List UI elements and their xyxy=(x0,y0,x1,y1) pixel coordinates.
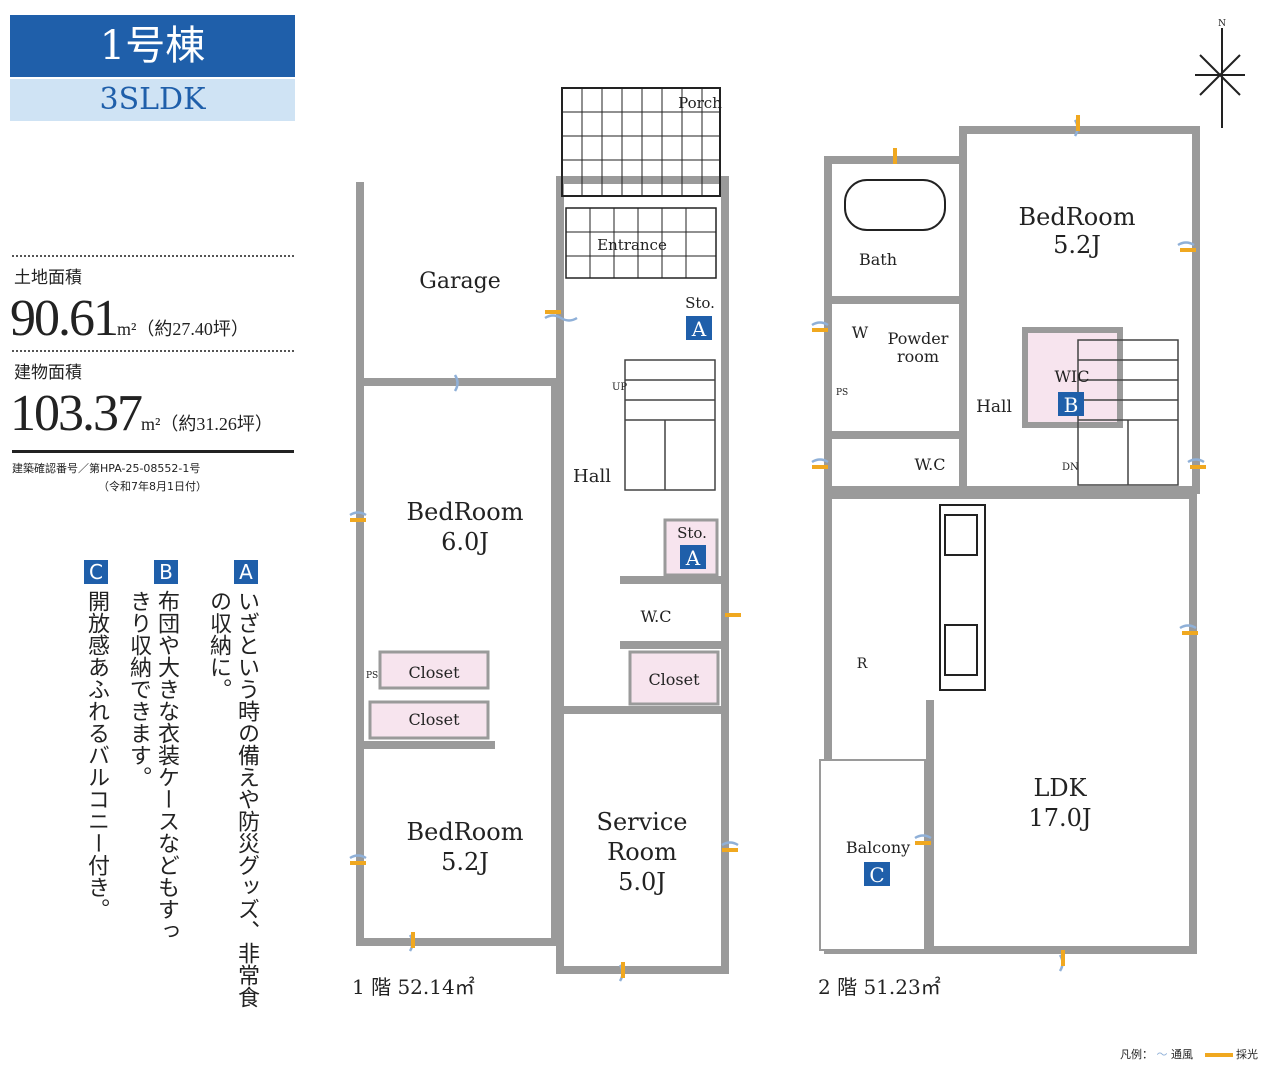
stove-icon xyxy=(944,514,978,556)
stairs-down-label: DN xyxy=(1062,462,1079,473)
building-area-value: 103.37 xyxy=(10,385,143,442)
floor2-caption: 2 階 51.23㎡ xyxy=(818,975,941,999)
room-garage: Garage xyxy=(419,269,500,294)
legend-ventilation: 通風 xyxy=(1171,1048,1193,1061)
room-bedroom: BedRoom xyxy=(1019,203,1136,231)
divider xyxy=(12,255,294,257)
room-balcony: Balcony xyxy=(846,838,910,857)
kitchen-counter xyxy=(939,504,986,691)
permit-number: 建築確認番号／第HPA-25-08552-1号 xyxy=(12,462,201,475)
stairs-up-label: UP xyxy=(612,382,627,393)
vent-marks xyxy=(349,115,1206,982)
badge-b xyxy=(1058,392,1084,416)
room-size: 17.0J xyxy=(1028,804,1091,832)
note-text: 布団や大きな衣装ケースなどもすっきり収納できます。 xyxy=(126,590,179,942)
room-entrance: Entrance xyxy=(597,236,667,254)
porch-tiles xyxy=(562,88,720,196)
badge-c xyxy=(864,862,890,886)
floor1-caption: 1 階 52.14㎡ xyxy=(352,975,475,999)
badge-a xyxy=(686,316,712,340)
room-porch: Porch xyxy=(678,94,722,112)
legend: 凡例： 〜 通風 採光 xyxy=(1120,1046,1258,1062)
permit-date: （令和7年8月1日付） xyxy=(98,480,207,493)
badge-a-label: A xyxy=(685,546,701,570)
closet-label: Closet xyxy=(408,663,460,682)
room-size: 6.0J xyxy=(441,528,489,556)
porch xyxy=(561,87,721,197)
room-size: 5.0J xyxy=(618,868,666,896)
room-ldk: LDK xyxy=(1033,774,1087,802)
entrance xyxy=(565,207,717,279)
closet-1 xyxy=(378,650,490,690)
divider xyxy=(12,450,294,453)
room-wc: W.C xyxy=(915,455,946,474)
room-powder: room xyxy=(897,347,939,366)
bathtub-icon xyxy=(844,179,946,231)
washer-label: W xyxy=(852,323,869,342)
room-bath: Bath xyxy=(859,250,897,269)
badge-a: A xyxy=(234,560,258,584)
land-tsubo: （約27.40坪） xyxy=(136,319,249,339)
daylight-icon xyxy=(1204,1053,1233,1057)
legend-daylight: 採光 xyxy=(1236,1048,1258,1061)
building-area: 103.37m²（約31.26坪） xyxy=(10,387,273,451)
stairs-1f xyxy=(624,359,716,491)
room-wc: W.C xyxy=(641,607,672,626)
land-area-value: 90.61 xyxy=(10,290,119,347)
room-size: 5.2J xyxy=(441,848,489,876)
vent-icon: 〜 xyxy=(1156,1048,1168,1061)
badge-c-label: C xyxy=(869,863,884,887)
layout-type: 3SLDK xyxy=(10,79,295,121)
room-wic: WIC xyxy=(1054,367,1089,386)
balcony xyxy=(819,759,926,951)
room-powder: Powder xyxy=(888,329,949,348)
entrance-tiles xyxy=(566,208,716,278)
legend-label: 凡例： xyxy=(1120,1048,1153,1061)
closet-2 xyxy=(368,700,490,740)
room-hall: Hall xyxy=(976,397,1012,417)
note-text: 開放感あふれるバルコニー付き。 xyxy=(84,590,109,920)
note-text: いざという時の備えや防災グッズ、非常食の収納に。 xyxy=(206,590,259,1008)
land-area-label: 土地面積 xyxy=(14,268,82,288)
storage-label: Sto. xyxy=(677,524,707,542)
building-tsubo: （約31.26坪） xyxy=(160,414,273,434)
room-service: Room xyxy=(607,838,677,866)
room-bedroom-1: BedRoom xyxy=(407,498,524,526)
badge-b-label: B xyxy=(1064,393,1079,417)
badge-a xyxy=(680,545,706,569)
roof-hatch-label: R xyxy=(857,656,868,672)
unit: m² xyxy=(141,414,161,434)
note-c: C 開放感あふれるバルコニー付き。 xyxy=(50,560,110,950)
building-area-label: 建物面積 xyxy=(14,363,82,383)
land-area: 90.61m²（約27.40坪） xyxy=(10,292,249,356)
unit: m² xyxy=(117,319,137,339)
stairs-2f xyxy=(1077,339,1179,486)
badge-c: C xyxy=(84,560,108,584)
ps-label: PS xyxy=(836,388,848,398)
storage-label: Sto. xyxy=(685,294,715,312)
sink-icon xyxy=(944,624,978,676)
badge-b: B xyxy=(154,560,178,584)
note-a: A いざという時の備えや防災グッズ、非常食の収納に。 xyxy=(200,560,260,1010)
closet-label: Closet xyxy=(408,710,460,729)
divider xyxy=(12,350,294,352)
room-size: 5.2J xyxy=(1053,231,1101,259)
room-service: Service xyxy=(597,808,688,836)
note-b: B 布団や大きな衣装ケースなどもすっきり収納できます。 xyxy=(120,560,180,950)
compass-north: N xyxy=(1218,19,1226,29)
closet-label: Closet xyxy=(648,670,700,689)
badge-a-label: A xyxy=(691,317,707,341)
room-hall: Hall xyxy=(573,466,611,487)
closet-3 xyxy=(628,650,720,706)
room-bedroom-2: BedRoom xyxy=(407,818,524,846)
ps-label: PS xyxy=(366,671,378,681)
compass-icon xyxy=(1195,28,1245,128)
building-title: 1号棟 xyxy=(10,15,295,77)
